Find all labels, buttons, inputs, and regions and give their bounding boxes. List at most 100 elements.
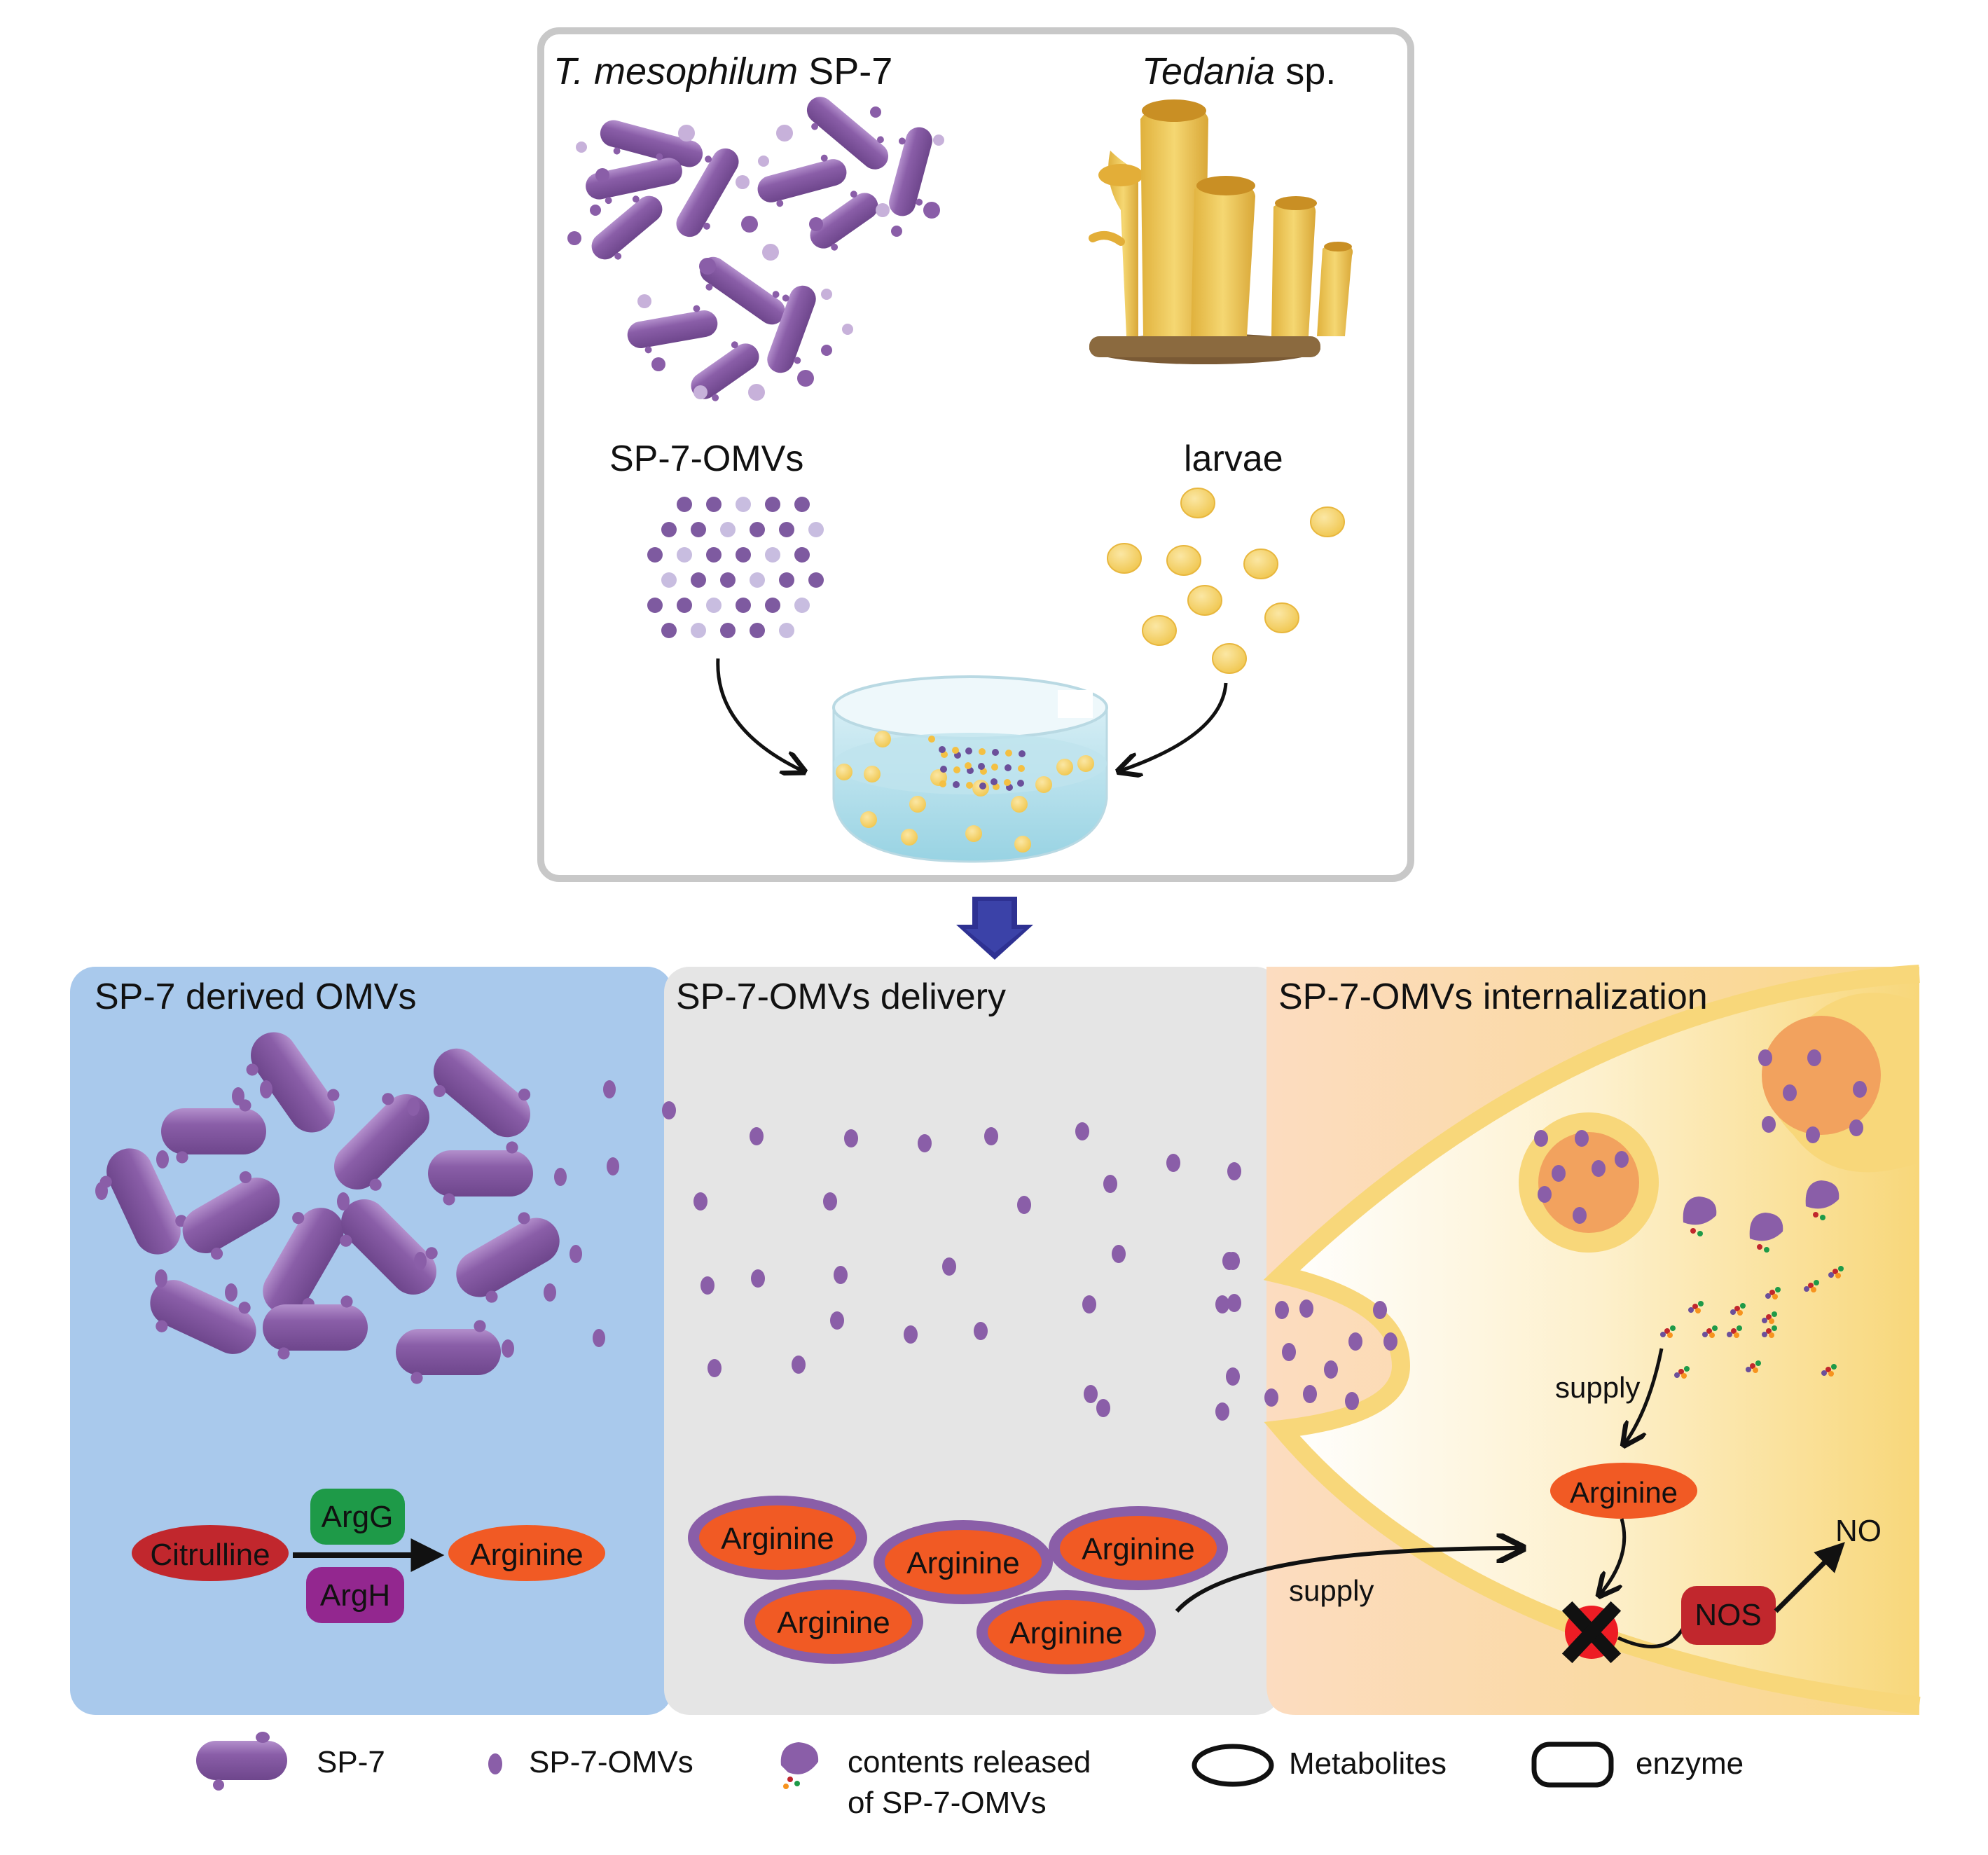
bacterium-strain-label: SP-7 bbox=[808, 50, 892, 92]
omv-dot bbox=[979, 782, 986, 789]
no-label: NO bbox=[1835, 1514, 1882, 1548]
omv-dot bbox=[1573, 1207, 1587, 1224]
omv-dot bbox=[1324, 1360, 1338, 1379]
omv-dot bbox=[662, 1101, 676, 1119]
omv-dot bbox=[990, 778, 998, 785]
larva bbox=[1180, 488, 1215, 518]
released-content-cluster bbox=[1804, 1280, 1819, 1292]
svg-text:T. mesophilum SP-7: T. mesophilum SP-7 bbox=[553, 50, 892, 92]
omv-dot bbox=[647, 598, 663, 613]
panel-derived-omvs: SP-7 derived OMVs Citrulline ArgG ArgH A… bbox=[70, 967, 672, 1715]
sp7-bacteria-cluster bbox=[95, 1032, 619, 1384]
omv-dot bbox=[1538, 1186, 1552, 1203]
legend: SP-7 SP-7-OMVs contents released of SP-7… bbox=[196, 1732, 1744, 1820]
larva bbox=[1056, 759, 1073, 775]
arginine-vesicle-label: Arginine bbox=[721, 1522, 834, 1556]
released-content-cluster bbox=[1765, 1287, 1781, 1299]
omv-dot bbox=[1004, 779, 1011, 786]
sp7-bacterium-10 bbox=[767, 285, 816, 373]
omv-dot bbox=[1592, 1160, 1606, 1177]
omv-dot bbox=[1112, 1245, 1126, 1263]
omv-dot bbox=[706, 547, 722, 563]
omv-dot bbox=[953, 781, 960, 788]
larvae-illustration bbox=[1107, 488, 1345, 674]
omv-dot bbox=[1807, 1049, 1821, 1066]
released-content-cluster bbox=[1828, 1266, 1844, 1278]
sp7-bacterium-8 bbox=[428, 1141, 533, 1206]
bacterium-species-label: T. mesophilum bbox=[553, 50, 798, 92]
omv-dot bbox=[751, 1269, 765, 1288]
omv-dot bbox=[414, 1252, 427, 1270]
internal-supply-arrow bbox=[1625, 1348, 1664, 1443]
omv-dot bbox=[1084, 1385, 1098, 1403]
larva bbox=[860, 811, 877, 828]
omv-dot bbox=[156, 1150, 169, 1168]
omv-dot bbox=[939, 780, 946, 787]
larvae-to-dish-arrow bbox=[1121, 682, 1228, 771]
omv-dot bbox=[706, 497, 722, 512]
released-content-cluster bbox=[1762, 1325, 1777, 1338]
omv-dot bbox=[821, 289, 832, 300]
omv-dot bbox=[576, 142, 587, 153]
panel-delivery-title: SP-7-OMVs delivery bbox=[676, 977, 1006, 1017]
omv-dot bbox=[762, 244, 779, 261]
omv-dot bbox=[779, 623, 794, 638]
arginine-vesicle: Arginine bbox=[744, 1580, 923, 1664]
sponge-illustration bbox=[1089, 99, 1353, 364]
omv-dot bbox=[779, 522, 794, 537]
omv-dot bbox=[748, 384, 765, 401]
omv-dot bbox=[1103, 1175, 1117, 1193]
omv-dot bbox=[933, 135, 944, 146]
omv-dot bbox=[1019, 750, 1026, 757]
omv-dot bbox=[984, 1127, 998, 1145]
omv-dot bbox=[1017, 780, 1024, 787]
omv-dot bbox=[637, 294, 651, 308]
omv-cluster-illustration bbox=[647, 497, 824, 638]
sp7-bacterium-2 bbox=[676, 148, 739, 237]
larva bbox=[1187, 585, 1222, 616]
omv-dot bbox=[1853, 1081, 1867, 1098]
omv-dot bbox=[809, 217, 823, 231]
bursting-vesicle bbox=[1683, 1197, 1717, 1236]
omv-dot bbox=[260, 1080, 272, 1098]
released-content-cluster bbox=[1730, 1303, 1746, 1316]
omv-dot bbox=[544, 1283, 556, 1302]
omv-dot bbox=[965, 747, 972, 754]
sp7-bacterium-1 bbox=[246, 1032, 340, 1133]
larva bbox=[1243, 549, 1278, 579]
omv-dot bbox=[593, 1329, 605, 1347]
legend-vesicle-label: SP-7-OMVs bbox=[529, 1745, 693, 1779]
block-x-icon bbox=[1561, 1601, 1622, 1664]
internal-arginine bbox=[1550, 1463, 1697, 1519]
legend-bacterium-label: SP-7 bbox=[317, 1745, 385, 1779]
omv-dot bbox=[1005, 764, 1012, 771]
omv-dot bbox=[736, 598, 751, 613]
petri-dish-illustration bbox=[832, 675, 1108, 863]
omv-dot bbox=[1275, 1301, 1289, 1319]
sp7-bacterium-9 bbox=[627, 305, 718, 354]
omv-dot bbox=[677, 497, 692, 512]
omv-dot bbox=[1615, 1151, 1629, 1168]
omv-dot bbox=[691, 522, 706, 537]
larva bbox=[1166, 545, 1201, 576]
arginine-vesicle-label: Arginine bbox=[777, 1606, 890, 1640]
citrulline-label: Citrulline bbox=[150, 1538, 270, 1572]
omv-dot bbox=[939, 746, 946, 753]
omv-dot bbox=[942, 1257, 956, 1276]
omv-dot bbox=[765, 598, 780, 613]
omv-dot bbox=[1575, 1130, 1589, 1147]
omv-dot bbox=[1348, 1332, 1362, 1351]
omv-dot bbox=[830, 1311, 844, 1330]
omv-dot bbox=[758, 156, 769, 167]
sponge-suffix-label: sp. bbox=[1285, 50, 1336, 92]
omv-dot bbox=[750, 1127, 764, 1145]
larva bbox=[1014, 836, 1031, 853]
omv-dot bbox=[590, 205, 601, 216]
larva bbox=[874, 731, 891, 747]
omv-dot bbox=[952, 747, 959, 754]
arginine-vesicle: Arginine bbox=[688, 1496, 867, 1580]
sp7-bacterium-1 bbox=[586, 153, 682, 205]
larva bbox=[1011, 796, 1028, 813]
